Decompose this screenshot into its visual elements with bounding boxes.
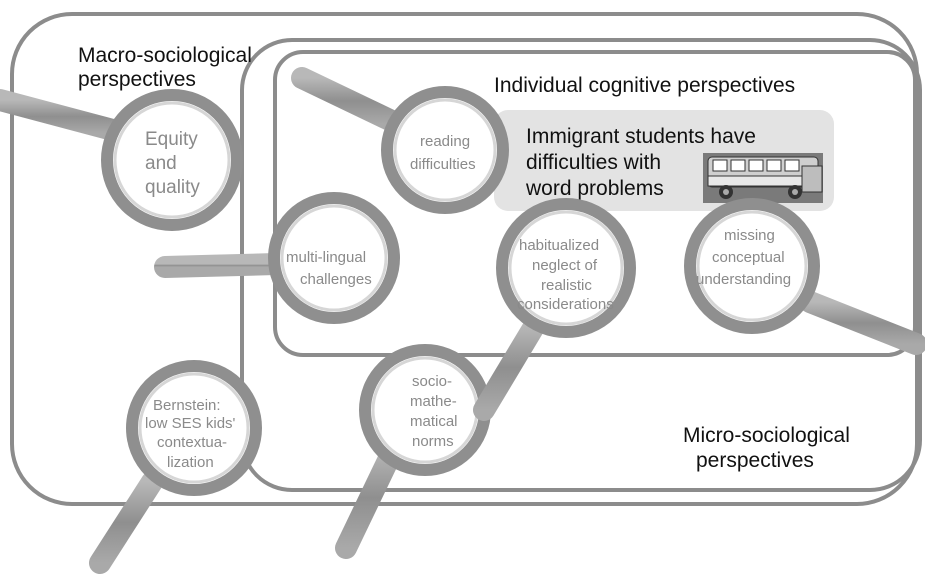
lens-bernstein-line-1: Bernstein:	[153, 397, 221, 414]
lens-multilingual-line-1: multi-lingual	[286, 249, 366, 266]
callout-line-2: difficulties with	[526, 151, 661, 174]
callout-line-1: Immigrant students have	[526, 125, 756, 148]
lens-equity-line-3: quality	[145, 177, 200, 198]
micro-label-line1: Micro-sociological	[683, 424, 850, 447]
macro-label-line1: Macro-sociological	[78, 44, 252, 67]
lens-habitualized: habitualized neglect of realistic consid…	[473, 198, 636, 421]
lens-conceptual-line-2: conceptual	[712, 249, 785, 266]
lens-conceptual-line-1: missing	[724, 227, 775, 244]
lens-equity-line-2: and	[145, 153, 177, 174]
lens-habitualized-line-3: realistic	[541, 277, 592, 294]
lens-multilingual-line-2: challenges	[300, 271, 372, 288]
lens-sociomath-line-3: matical	[410, 413, 458, 430]
lens-habitualized-line-1: habitualized	[519, 237, 599, 254]
macro-label-line2: perspectives	[78, 68, 196, 91]
callout-box: Immigrant students have difficulties wit…	[494, 110, 834, 211]
lens-multilingual: multi-lingual challenges	[154, 192, 400, 324]
school-bus-image	[703, 153, 823, 203]
lens-conceptual-line-3: understanding	[696, 271, 791, 288]
lens-conceptual: missing conceptual understanding	[684, 198, 925, 355]
lens-reading-line-2: difficulties	[410, 156, 476, 173]
lens-equity: Equity and quality	[0, 89, 243, 231]
micro-label-line2: perspectives	[696, 449, 814, 472]
individual-frame	[273, 50, 917, 357]
lens-habitualized-line-4: considerations	[517, 296, 614, 313]
lens-habitualized-line-2: neglect of	[532, 257, 598, 274]
lens-sociomath-line-1: socio-	[412, 373, 452, 390]
lens-reading-line-1: reading	[420, 133, 470, 150]
lens-bernstein-line-3: contextua-	[157, 434, 227, 451]
lens-sociomath: socio- mathe- matical norms	[335, 344, 491, 559]
callout-line-3: word problems	[525, 177, 664, 200]
individual-label: Individual cognitive perspectives	[494, 74, 795, 97]
lens-sociomath-line-4: norms	[412, 433, 454, 450]
lens-equity-line-1: Equity	[145, 129, 198, 150]
lens-reading: reading difficulties	[291, 67, 509, 214]
lens-bernstein-line-2: low SES kids'	[145, 415, 236, 432]
lens-sociomath-line-2: mathe-	[410, 393, 457, 410]
lens-bernstein: Bernstein: low SES kids' contextua- liza…	[89, 360, 262, 574]
lens-bernstein-line-4: lization	[167, 454, 214, 471]
